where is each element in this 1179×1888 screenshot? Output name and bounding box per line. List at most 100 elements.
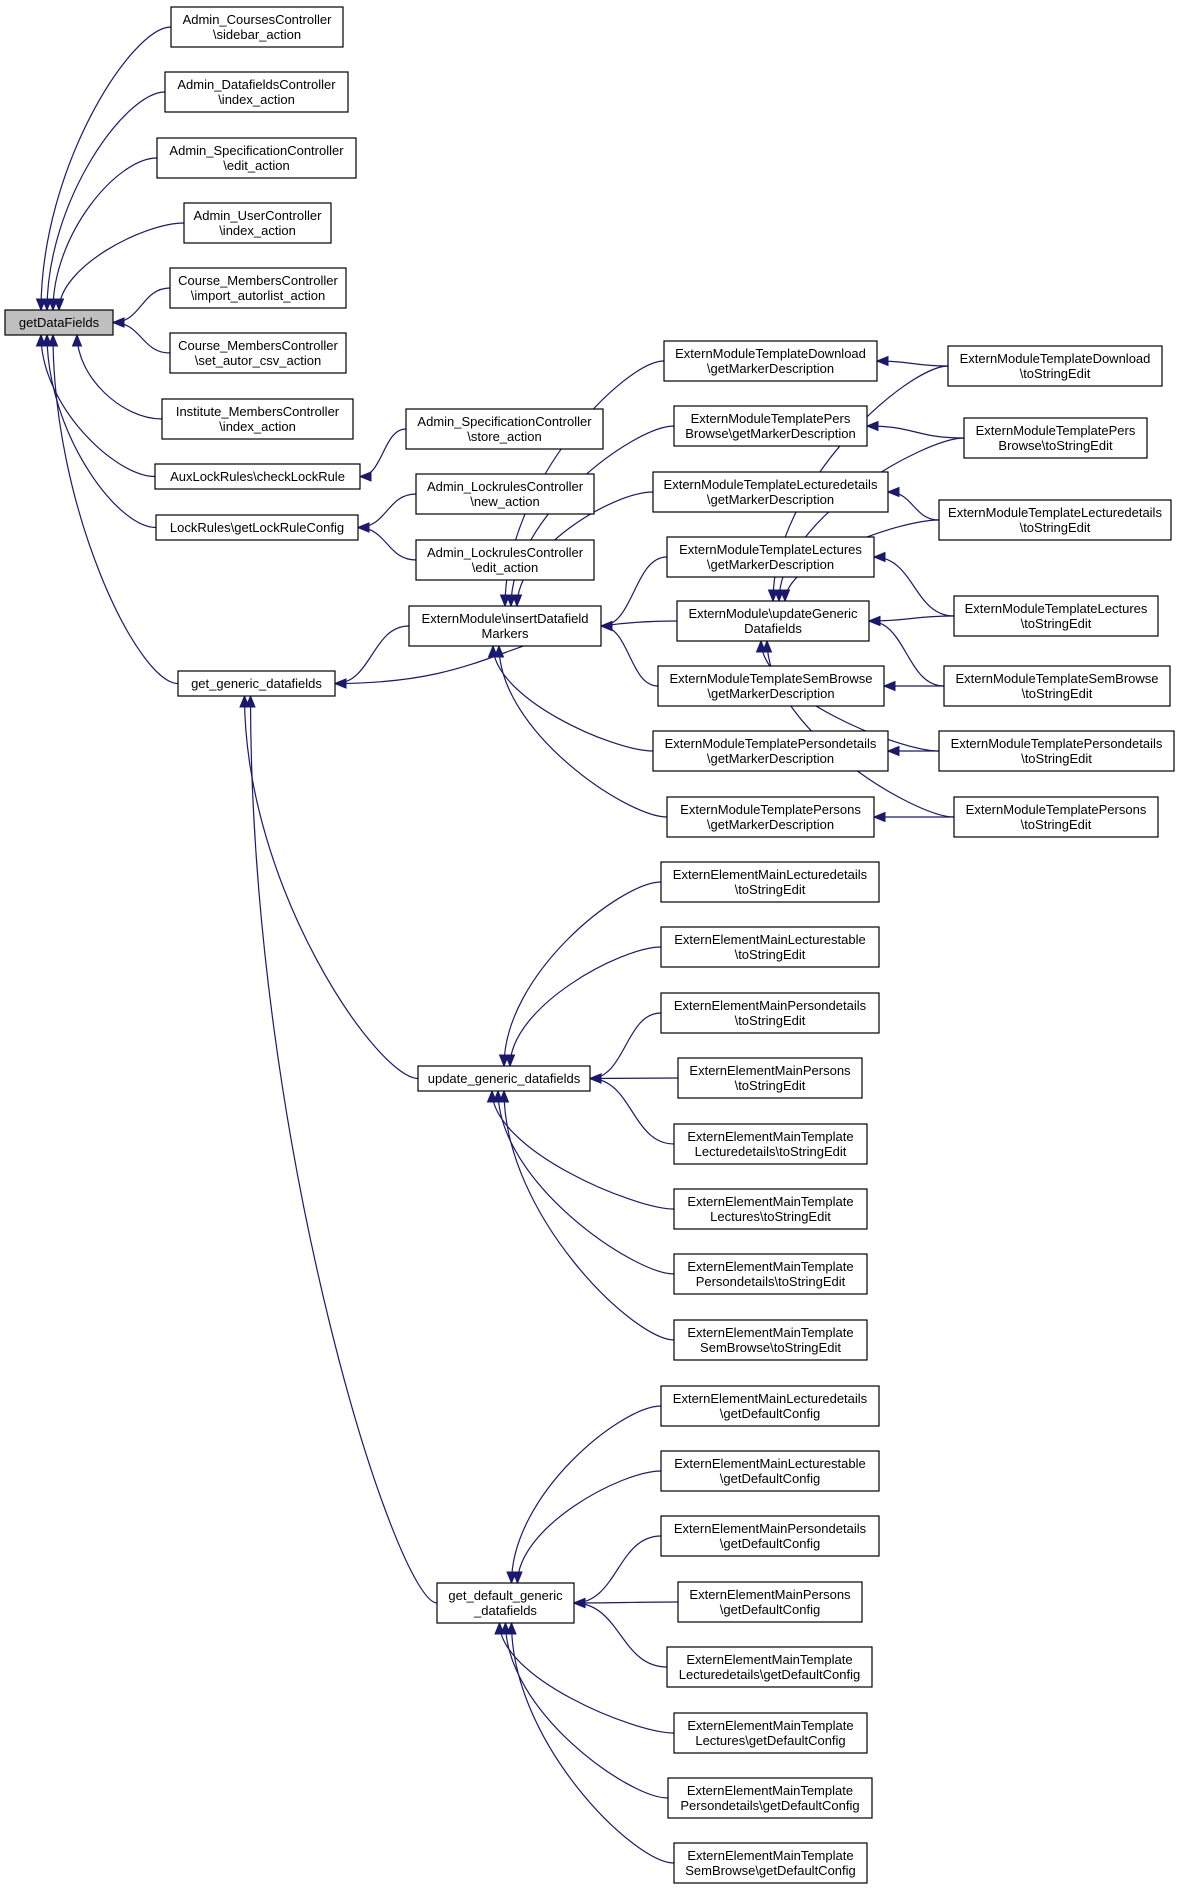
edge-emPersonsDC-to-getDefGeneric <box>573 1601 679 1604</box>
node-emLectDetTS[interactable]: ExternElementMainLecturedetails\toString… <box>660 861 880 903</box>
node-admSpecEdit[interactable]: Admin_SpecificationController\edit_actio… <box>156 137 357 179</box>
node-emPersDetDC[interactable]: ExternElementMainPersondetails\getDefaul… <box>660 1515 880 1557</box>
node-mtPersDetTS[interactable]: ExternModuleTemplatePersondetails\toStri… <box>938 730 1175 772</box>
node-admUser[interactable]: Admin_UserController\index_action <box>183 202 332 244</box>
node-mtPersDetGM[interactable]: ExternModuleTemplatePersondetails\getMar… <box>652 730 889 772</box>
node-mtLectDetGM[interactable]: ExternModuleTemplateLecturedetails\getMa… <box>652 471 889 513</box>
node-emtLecturesTS[interactable]: ExternElementMainTemplateLectures\toStri… <box>673 1188 868 1230</box>
node-mtLecturesGM[interactable]: ExternModuleTemplateLectures\getMarkerDe… <box>666 536 875 578</box>
edge-getGeneric-to-getDataFields <box>52 334 179 685</box>
edge-emtLecturesDC-to-getDefGeneric <box>498 1622 675 1734</box>
edge-admDatafields-to-getDataFields <box>46 91 166 311</box>
node-label: \toStringEdit <box>735 947 806 962</box>
node-box <box>169 267 347 309</box>
node-getDataFields[interactable]: getDataFields <box>4 309 114 336</box>
node-mtPersBrowseGM[interactable]: ExternModuleTemplatePersBrowse\getMarker… <box>673 405 868 447</box>
edge-mtLecturesTS-to-mtLecturesGM <box>873 556 955 617</box>
node-box <box>666 796 875 838</box>
node-label: get_generic_datafields <box>191 676 322 691</box>
node-label: \getDefaultConfig <box>720 1602 820 1617</box>
node-box <box>4 309 114 336</box>
node-emLectTabTS[interactable]: ExternElementMainLecturestable\toStringE… <box>660 926 880 968</box>
node-label: ExternModuleTemplateSemBrowse <box>955 671 1158 686</box>
node-box <box>164 71 349 113</box>
arrow-head <box>886 486 900 498</box>
arrow-head <box>511 594 523 608</box>
node-emPersonsDC[interactable]: ExternElementMainPersons\getDefaultConfi… <box>677 1581 863 1623</box>
node-label: ExternElementMainLecturedetails <box>673 867 868 882</box>
arrow-head <box>333 678 347 689</box>
node-updGeneric[interactable]: update_generic_datafields <box>417 1065 591 1092</box>
node-emtLecturesDC[interactable]: ExternElementMainTemplateLectures\getDef… <box>673 1712 868 1754</box>
node-label: \toStringEdit <box>1020 520 1091 535</box>
edge-emLectDetTS-to-updGeneric <box>503 881 662 1067</box>
node-admLockNew[interactable]: Admin_LockrulesController\new_action <box>415 473 595 515</box>
node-emLectTabDC[interactable]: ExternElementMainLecturestable\getDefaul… <box>660 1450 880 1492</box>
node-admCourses[interactable]: Admin_CoursesController\sidebar_action <box>170 6 344 48</box>
node-emPersonsTS[interactable]: ExternElementMainPersons\toStringEdit <box>677 1057 863 1099</box>
node-label: Browse\toStringEdit <box>998 438 1113 453</box>
node-label: update_generic_datafields <box>428 1071 581 1086</box>
node-auxLock[interactable]: AuxLockRules\checkLockRule <box>154 463 361 490</box>
node-label: Lecturedetails\getDefaultConfig <box>679 1667 860 1682</box>
node-mtPersBrowseTS[interactable]: ExternModuleTemplatePersBrowse\toStringE… <box>963 417 1148 459</box>
edge-emtSemBrowseDC-to-getDefGeneric <box>510 1622 675 1864</box>
node-mtDownloadTS[interactable]: ExternModuleTemplateDownload\toStringEdi… <box>947 345 1163 387</box>
node-getDefGeneric[interactable]: get_default_generic_datafields <box>436 1582 575 1624</box>
node-mtSemBrowseTS[interactable]: ExternModuleTemplateSemBrowse\toStringEd… <box>943 665 1171 707</box>
node-label: Markers <box>482 626 529 641</box>
node-box <box>673 1253 868 1295</box>
node-cmImport[interactable]: Course_MembersController\import_autorlis… <box>169 267 347 309</box>
arrow-head <box>356 522 370 533</box>
node-box <box>677 1057 863 1099</box>
node-emPersDetTS[interactable]: ExternElementMainPersondetails\toStringE… <box>660 992 880 1034</box>
node-box <box>953 595 1159 637</box>
node-mtSemBrowseGM[interactable]: ExternModuleTemplateSemBrowse\getMarkerD… <box>657 665 885 707</box>
node-label: ExternModuleTemplateDownload <box>960 351 1151 366</box>
node-emtPersDetTS[interactable]: ExternElementMainTemplatePersondetails\t… <box>673 1253 868 1295</box>
node-box <box>660 926 880 968</box>
node-mtDownloadGM[interactable]: ExternModuleTemplateDownload\getMarkerDe… <box>663 340 878 382</box>
node-lockRules[interactable]: LockRules\getLockRuleConfig <box>155 514 359 541</box>
edge-cmSetAutor-to-getDataFields <box>112 321 171 354</box>
node-cmSetAutor[interactable]: Course_MembersController\set_autor_csv_a… <box>169 332 347 374</box>
node-label: Course_MembersController <box>178 273 338 288</box>
edge-emLectDetDC-to-getDefGeneric <box>510 1405 662 1584</box>
node-label: \getMarkerDescription <box>707 492 834 507</box>
node-label: ExternModuleTemplateSemBrowse <box>669 671 872 686</box>
node-instMembers[interactable]: Institute_MembersController\index_action <box>161 398 354 440</box>
node-label: getDataFields <box>19 315 100 330</box>
node-box <box>156 137 357 179</box>
node-admLockEdit[interactable]: Admin_LockrulesController\edit_action <box>415 539 595 581</box>
node-admDatafields[interactable]: Admin_DatafieldsController\index_action <box>164 71 349 113</box>
node-label: \getDefaultConfig <box>720 1406 820 1421</box>
node-label: Lecturedetails\toStringEdit <box>695 1144 847 1159</box>
node-emtSemBrowseTS[interactable]: ExternElementMainTemplateSemBrowse\toStr… <box>673 1319 868 1361</box>
node-emtLectDetTS[interactable]: ExternElementMainTemplateLecturedetails\… <box>673 1123 868 1165</box>
node-box <box>667 1777 873 1819</box>
node-emtLectDetDC[interactable]: ExternElementMainTemplateLecturedetails\… <box>666 1646 873 1688</box>
node-label: ExternModuleTemplatePersons <box>966 802 1147 817</box>
node-admSpecStore[interactable]: Admin_SpecificationController\store_acti… <box>405 408 604 450</box>
node-getGeneric[interactable]: get_generic_datafields <box>177 670 336 697</box>
node-box <box>657 665 885 707</box>
node-mtLectDetTS[interactable]: ExternModuleTemplateLecturedetails\toStr… <box>938 499 1172 541</box>
node-label: LockRules\getLockRuleConfig <box>170 520 344 535</box>
node-label: AuxLockRules\checkLockRule <box>170 469 345 484</box>
node-label: Admin_SpecificationController <box>169 143 344 158</box>
node-emtSemBrowseDC[interactable]: ExternElementMainTemplateSemBrowse\getDe… <box>673 1842 868 1884</box>
node-emtPersDetDC[interactable]: ExternElementMainTemplatePersondetails\g… <box>667 1777 873 1819</box>
node-label: ExternElementMainTemplate <box>687 1325 853 1340</box>
node-box <box>660 861 880 903</box>
arrow-head <box>111 317 125 328</box>
node-emLectDetDC[interactable]: ExternElementMainLecturedetails\getDefau… <box>660 1385 880 1427</box>
node-mtLecturesTS[interactable]: ExternModuleTemplateLectures\toStringEdi… <box>953 595 1159 637</box>
node-mtPersonsTS[interactable]: ExternModuleTemplatePersons\toStringEdit <box>953 796 1159 838</box>
arrow-head <box>865 420 879 432</box>
node-mtPersonsGM[interactable]: ExternModuleTemplatePersons\getMarkerDes… <box>666 796 875 838</box>
arrow-head <box>599 620 613 632</box>
node-label: ExternElementMainPersondetails <box>674 1521 867 1536</box>
node-label: Lectures\getDefaultConfig <box>695 1733 845 1748</box>
